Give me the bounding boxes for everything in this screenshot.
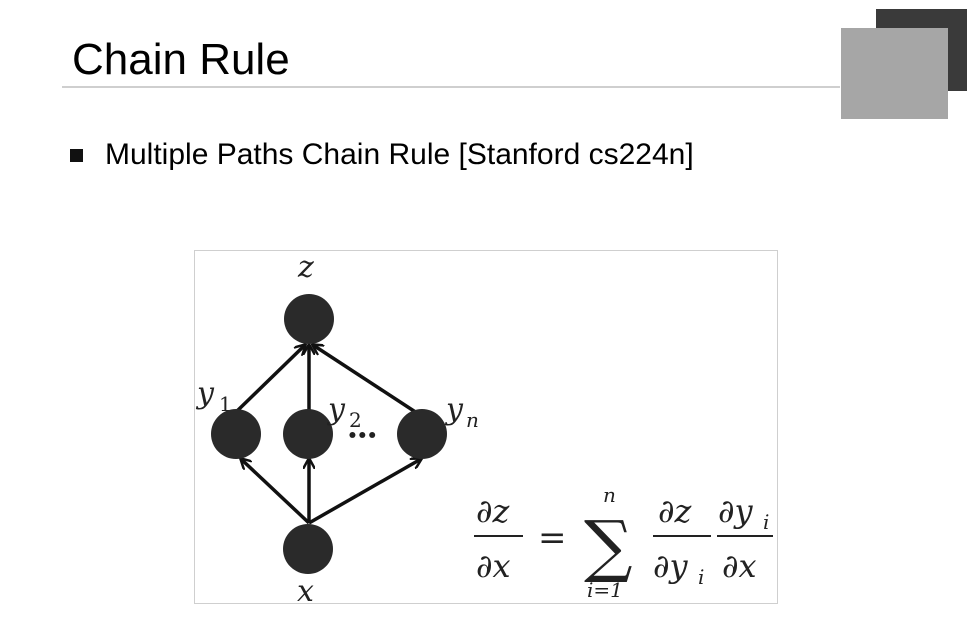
formula-f2-numerator: ∂y: [718, 492, 754, 530]
label-x: x: [297, 574, 314, 605]
label-y1: y: [195, 376, 215, 411]
chain-rule-figure: z y 1 y 2 ••• y n x ∂z ∂x = n ∑ i=1 ∂z ∂…: [194, 250, 778, 605]
edge-yn-z: [313, 345, 418, 415]
edge-x-yn: [308, 459, 421, 525]
node-x: [283, 524, 333, 574]
label-y2-sub: 2: [349, 408, 362, 432]
formula-f2-numerator-sub: i: [763, 510, 769, 534]
formula-sum-upper: n: [603, 483, 616, 507]
node-z: [284, 294, 334, 344]
formula-equals: =: [538, 518, 567, 558]
node-y2: [283, 409, 333, 459]
chain-rule-diagram: z y 1 y 2 ••• y n x ∂z ∂x = n ∑ i=1 ∂z ∂…: [195, 251, 773, 605]
edge-x-y1: [241, 459, 311, 525]
chain-rule-formula: ∂z ∂x = n ∑ i=1 ∂z ∂y i ∂y i ∂x: [474, 483, 773, 602]
formula-lhs-numerator: ∂z: [476, 492, 511, 530]
label-z: z: [297, 251, 314, 285]
formula-sum-lower: i=1: [587, 578, 623, 602]
formula-f2-denominator: ∂x: [722, 547, 757, 585]
label-dots: •••: [347, 426, 377, 446]
decorative-square-light: [841, 28, 948, 119]
formula-f1-denominator: ∂y: [653, 547, 689, 585]
node-yn: [397, 409, 447, 459]
slide-title: Chain Rule: [72, 35, 290, 84]
label-yn-sub: n: [466, 408, 479, 432]
edge-y1-z: [233, 345, 305, 415]
formula-f1-denominator-sub: i: [698, 565, 704, 589]
formula-lhs-denominator: ∂x: [476, 547, 511, 585]
formula-sum-symbol: ∑: [584, 507, 633, 586]
formula-f1-numerator: ∂z: [658, 492, 693, 530]
bullet-text: Multiple Paths Chain Rule [Stanford cs22…: [105, 138, 694, 171]
bullet-item: Multiple Paths Chain Rule [Stanford cs22…: [70, 138, 694, 172]
bullet-square-icon: [70, 148, 83, 162]
label-y1-sub: 1: [219, 392, 232, 416]
label-yn: y: [444, 392, 464, 427]
label-y2: y: [326, 392, 346, 427]
title-underline: [62, 86, 840, 88]
node-y1: [211, 409, 261, 459]
